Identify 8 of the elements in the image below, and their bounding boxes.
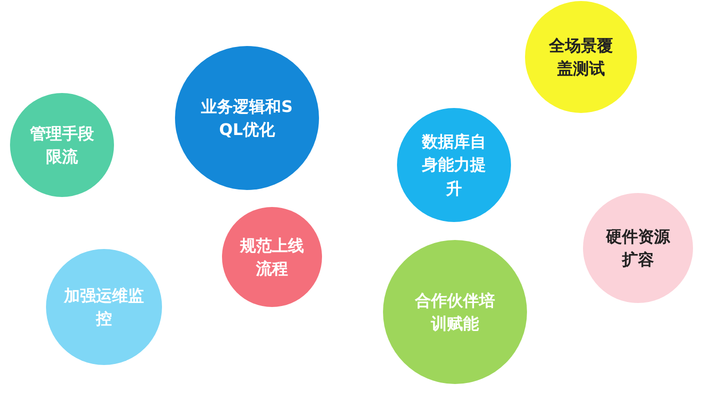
topic-label: 全场景覆盖测试 [548,34,614,80]
topic-label: 规范上线流程 [238,234,305,280]
topic-label: 加强运维监控 [64,284,144,330]
topic-label: 数据库自身能力提升 [420,131,487,200]
topic-label: 合作伙伴培训赋能 [415,290,495,335]
topic-label: 业务逻辑和SQL优化 [201,96,293,141]
topic-label: 硬件资源扩容 [604,226,672,271]
topic-label: 管理手段限流 [29,122,95,168]
